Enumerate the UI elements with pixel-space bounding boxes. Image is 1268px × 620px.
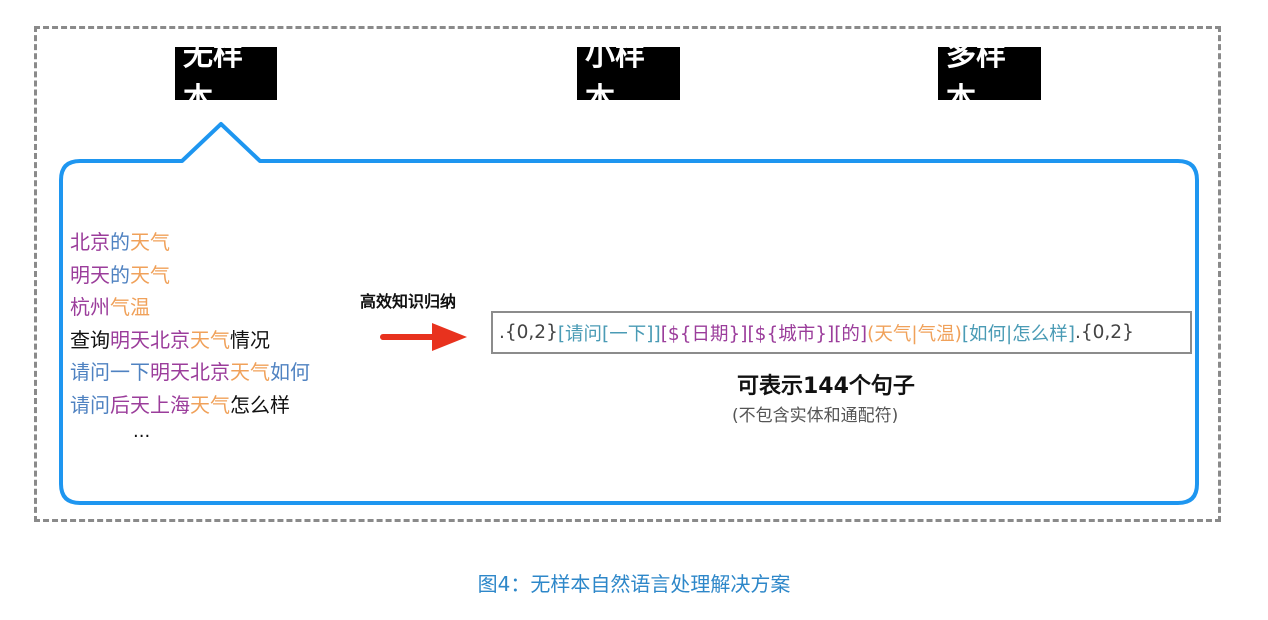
sample-sentence: 请问后天上海天气怎么样 (70, 389, 310, 422)
callout-bubble-outline (59, 122, 1199, 505)
arrow-label: 高效知识归纳 (360, 292, 457, 311)
sample-sentence: 明天的天气 (70, 259, 310, 292)
sample-segment: 怎么样 (230, 392, 290, 417)
result-text: 可表示144个句子 (737, 374, 915, 399)
sample-sentence: 北京的天气 (70, 226, 310, 259)
sample-segment: 天气 (190, 327, 230, 352)
sample-segment: 天气 (130, 262, 170, 287)
sample-sentence: 查询明天北京天气情况 (70, 324, 310, 357)
sample-segment: 后天上海 (110, 392, 190, 417)
pattern-expression-box: .{0,2}[请问[一下]][${日期}][${城市}][的](天气|气温)[如… (491, 311, 1192, 354)
sample-segment: 如何 (270, 360, 310, 384)
sample-sentence: 杭州气温 (70, 291, 310, 324)
arrow-head (432, 323, 467, 351)
sample-segment: 请问一下 (70, 360, 150, 384)
ellipsis: ... (133, 421, 151, 442)
pattern-segment: [请问[一下]] (557, 323, 661, 345)
sample-segment: 天气 (130, 230, 170, 254)
sample-segment: 的 (110, 262, 130, 287)
sample-segment: 北京 (70, 230, 110, 254)
pattern-segment: (天气|气温) (867, 323, 962, 345)
sample-sentences: 北京的天气明天的天气杭州气温查询明天北京天气情况请问一下明天北京天气如何请问后天… (70, 226, 310, 421)
sample-segment: 情况 (230, 327, 270, 352)
pattern-segment: [${日期}] (660, 323, 748, 345)
sample-segment: 天气 (230, 360, 270, 384)
pattern-segment: [的] (834, 323, 868, 345)
sample-segment: 明天北京 (150, 360, 230, 384)
sample-segment: 气温 (110, 295, 150, 319)
outer-dashed-frame (34, 26, 1221, 522)
figure-caption: 图4：无样本自然语言处理解决方案 (477, 572, 791, 596)
result-note: (不包含实体和通配符) (732, 406, 899, 426)
pattern-segment: [${城市}] (747, 323, 835, 345)
sample-segment: 的 (110, 230, 130, 254)
sample-segment: 明天 (70, 262, 110, 287)
sample-segment: 明天北京 (110, 327, 190, 352)
sample-segment: 查询 (70, 327, 110, 352)
pattern-segment: [如何|怎么样] (961, 323, 1075, 345)
sample-segment: 天气 (190, 392, 230, 417)
pattern-segment: .{0,2} (1075, 322, 1134, 343)
sample-segment: 杭州 (70, 295, 110, 319)
sample-segment: 请问 (70, 392, 110, 417)
pattern-segment: .{0,2} (499, 322, 558, 343)
sample-sentence: 请问一下明天北京天气如何 (70, 356, 310, 389)
